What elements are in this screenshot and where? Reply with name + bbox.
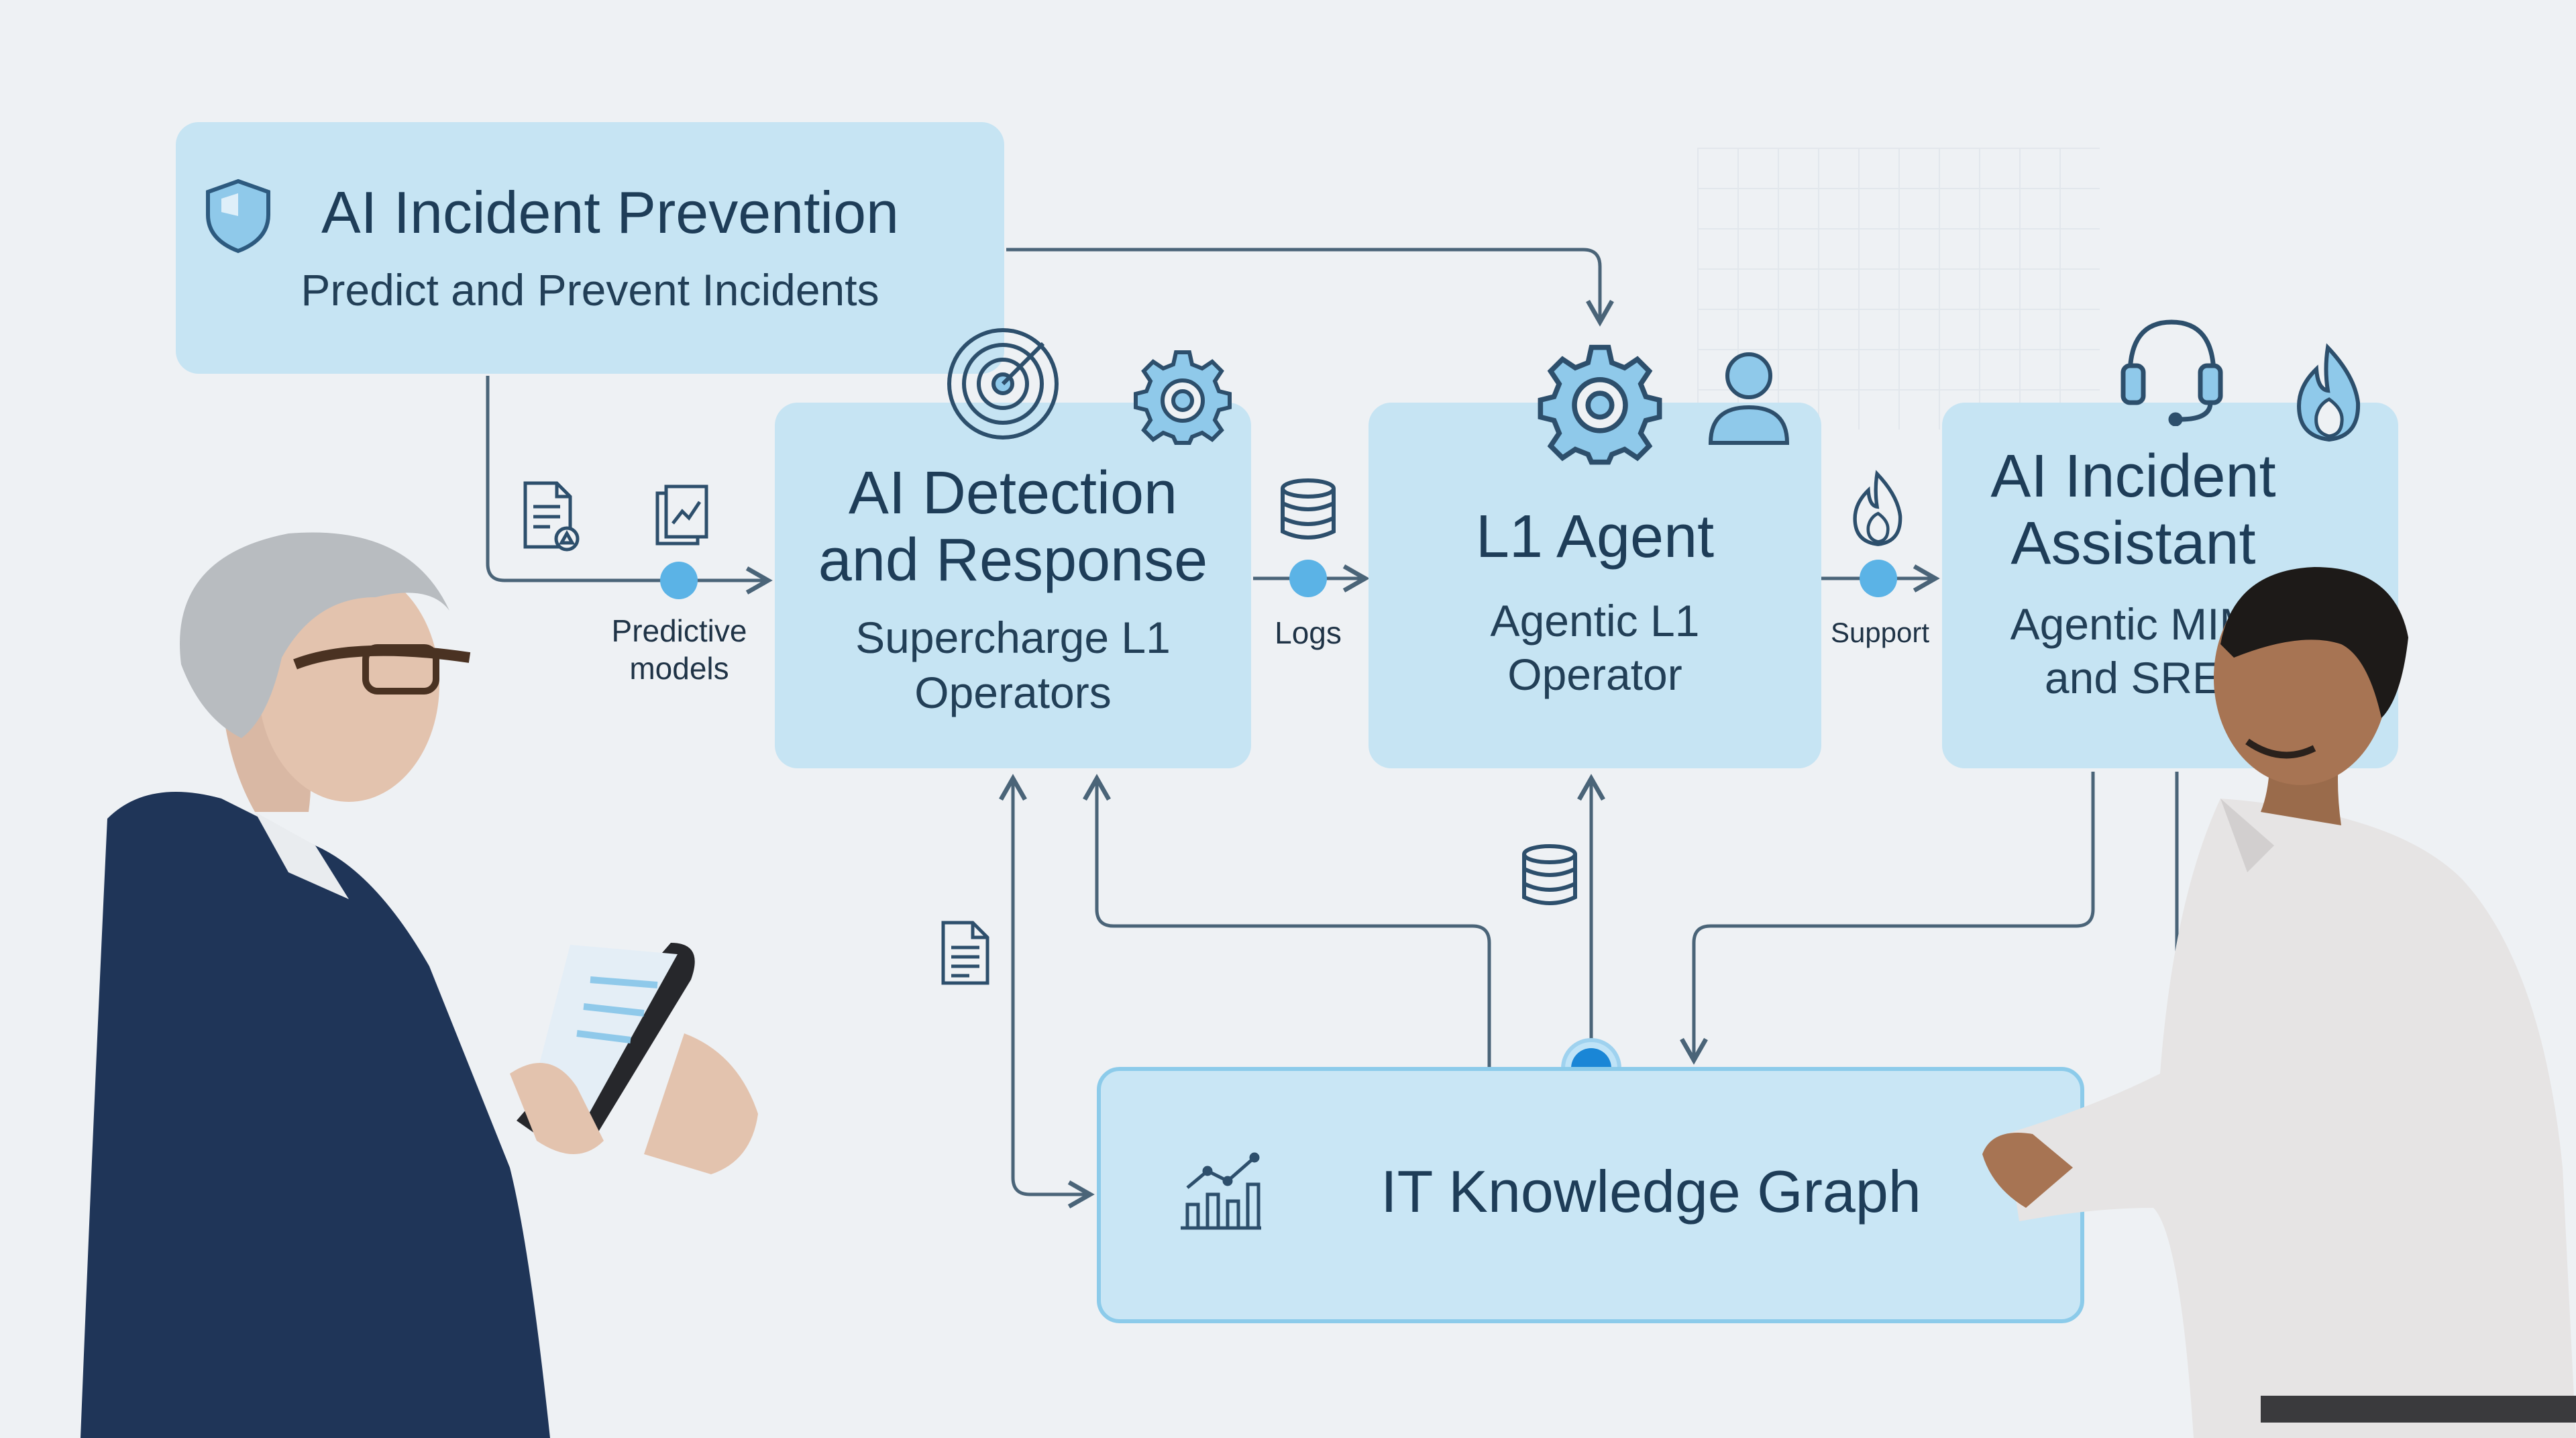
database-icon bbox=[1278, 476, 1338, 544]
flame-icon bbox=[1848, 470, 1909, 547]
l1-sub-line2: Operator bbox=[1368, 648, 1821, 701]
prevention-subtitle: Predict and Prevent Incidents bbox=[176, 263, 1004, 317]
connector-dot-logs bbox=[1289, 560, 1327, 597]
prevention-title: AI Incident Prevention bbox=[216, 179, 1004, 246]
user-icon bbox=[1704, 346, 1794, 446]
document-icon bbox=[939, 919, 993, 986]
database-icon bbox=[1519, 842, 1580, 909]
assistant-title-line1: AI Incident bbox=[1905, 443, 2361, 510]
wire-detection-to-kg bbox=[1013, 778, 1090, 1194]
person-woman-with-tablet bbox=[0, 497, 892, 1438]
wire-prevention-to-l1 bbox=[1006, 250, 1600, 322]
headset-icon bbox=[2116, 312, 2227, 426]
chart-icon bbox=[1177, 1151, 1265, 1231]
person-man-presenting bbox=[1872, 564, 2576, 1438]
wire-kg-to-detection bbox=[1097, 778, 1489, 1067]
box-ai-incident-prevention[interactable]: AI Incident Prevention Predict and Preve… bbox=[176, 122, 1004, 374]
shield-icon bbox=[201, 176, 275, 256]
l1-title: L1 Agent bbox=[1368, 503, 1821, 570]
gear-icon bbox=[1536, 339, 1664, 466]
radar-icon bbox=[943, 323, 1063, 444]
gear-icon bbox=[1132, 346, 1233, 446]
label-logs: Logs bbox=[1261, 614, 1355, 652]
l1-sub-line1: Agentic L1 bbox=[1368, 594, 1821, 648]
flame-icon bbox=[2291, 342, 2368, 443]
